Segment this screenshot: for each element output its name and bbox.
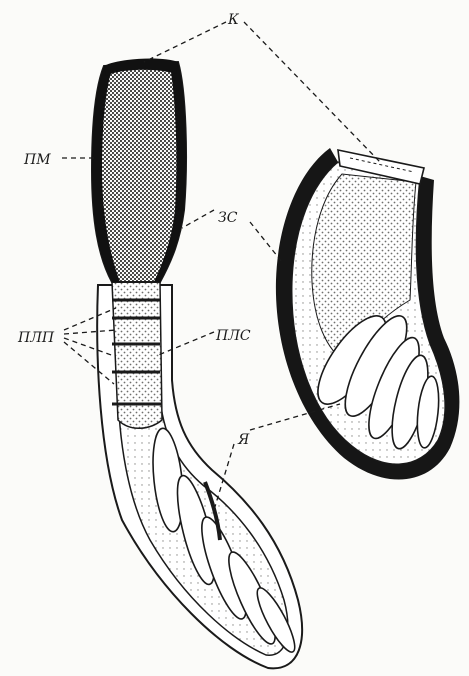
leader-k-left xyxy=(144,22,226,62)
label-pls: ПЛС xyxy=(215,328,251,344)
leader-k-right xyxy=(244,22,380,162)
right-organ xyxy=(276,148,460,480)
leader-zs-right xyxy=(250,222,282,262)
label-ya: Я xyxy=(237,432,250,448)
left-organ xyxy=(92,59,302,669)
label-plp: ПЛП xyxy=(17,330,55,346)
left-organ-neck xyxy=(112,282,162,428)
label-k: К xyxy=(227,12,240,28)
leader-zs-left xyxy=(182,210,214,228)
label-pm: ПМ xyxy=(23,152,51,168)
label-zs: ЗС xyxy=(218,210,238,226)
